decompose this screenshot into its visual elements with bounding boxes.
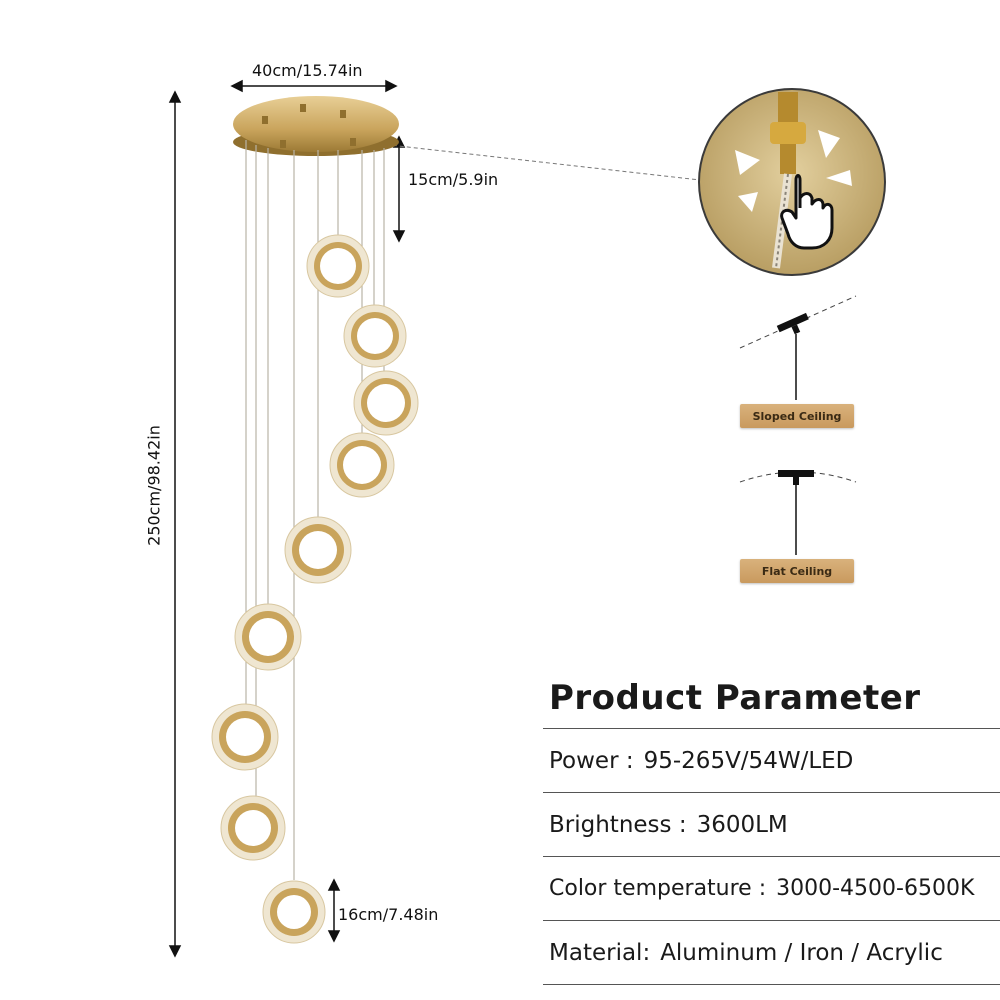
param-key: Brightness : [549,811,687,838]
param-row-brightness: Brightness : 3600LM [543,792,1000,856]
param-value: 95-265V/54W/LED [643,747,854,774]
width-dimension-label: 40cm/15.74in [252,61,363,80]
ring [220,795,286,861]
ring [262,880,326,944]
product-parameter-title: Product Parameter [549,678,921,718]
ring [343,304,407,368]
ring-diameter-arrow [327,878,341,943]
ring [306,234,370,298]
zoom-detail-circle [698,88,886,276]
param-value: 3600LM [696,811,788,838]
width-dimension-arrow [230,79,398,93]
sloped-ceiling-badge: Sloped Ceiling [740,404,854,428]
ring [234,603,302,671]
sloped-ceiling-diagram [739,295,857,400]
param-value: Aluminum / Iron / Acrylic [660,939,943,966]
ring [353,370,419,436]
suspension-wires [245,140,385,880]
canopy-gap-label: 15cm/5.9in [408,170,499,189]
ring [329,432,395,498]
ring-diameter-label: 16cm/7.48in [338,905,439,924]
param-key: Power : [549,747,634,774]
param-key: Material: [549,939,651,966]
canopy-gap-arrow [392,135,406,243]
flat-ceiling-badge: Flat Ceiling [740,559,854,583]
flat-ceiling-diagram [739,470,857,555]
param-value: 3000-4500-6500K [776,876,975,901]
param-row-color-temperature: Color temperature : 3000-4500-6500K [543,856,1000,920]
ceiling-canopy [233,96,399,156]
pendant-rings [211,234,419,944]
hand-pointer-icon [780,174,834,250]
zoom-leader-line [371,142,701,181]
param-row-power: Power : 95-265V/54W/LED [543,728,1000,792]
param-row-material: Material: Aluminum / Iron / Acrylic [543,920,1000,985]
product-parameter-table: Product Parameter Power : 95-265V/54W/LE… [543,668,1000,985]
ring [284,516,352,584]
ring [211,703,279,771]
total-height-label: 250cm/98.42in [144,425,164,546]
total-height-arrow [168,90,182,958]
param-key: Color temperature : [549,876,767,901]
